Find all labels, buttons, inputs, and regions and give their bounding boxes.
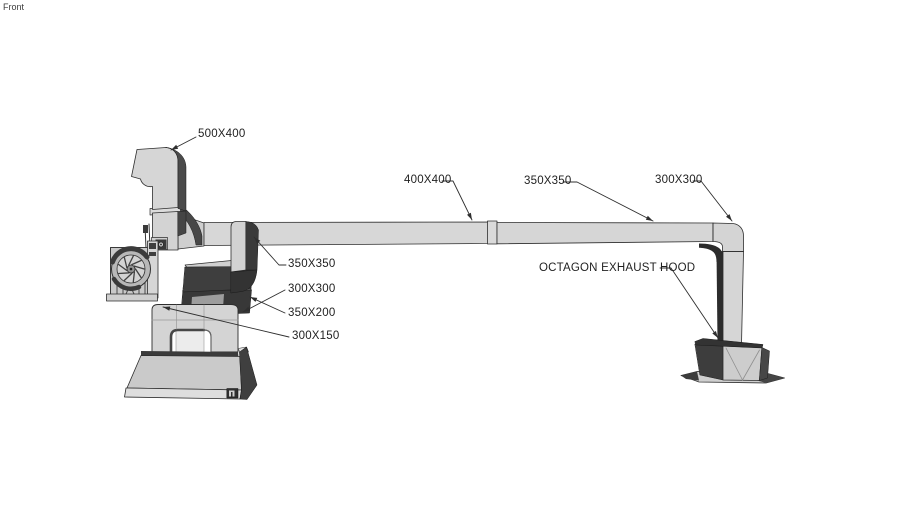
dimension-label-duct-350x350-branch: 350X350 [288,258,336,270]
leader-arrowhead-duct-350x200 [250,297,258,302]
leader-arrowhead-duct-500x400 [171,144,179,150]
leader-line-duct-300x300-main [692,180,733,222]
leader-line-duct-300x300-branch [242,289,286,313]
riser-duct-panel [151,304,239,354]
dimension-leaders [162,136,733,339]
leader-line-duct-400x400 [441,180,473,221]
impeller-blades [117,255,145,283]
centrifugal-fan [106,240,159,302]
leader-arrowhead-duct-400x400 [467,212,472,220]
leader-line-duct-300x150 [162,306,290,338]
dimension-label-duct-350x200: 350X200 [288,307,336,319]
duct-500x400-shape [131,147,187,251]
dimension-label-duct-350x350-main: 350X350 [524,175,572,187]
leader-arrowhead-octagon-exhaust-hood [712,331,718,338]
leader-line-duct-350x350-main [562,181,654,222]
leader-arrowhead-duct-300x300-branch [243,306,251,312]
dimension-label-octagon-exhaust-hood: OCTAGON EXHAUST HOOD [539,262,696,274]
leader-arrowhead-duct-300x150 [163,306,171,311]
dimension-label-duct-400x400: 400X400 [404,174,452,186]
leader-line-octagon-exhaust-hood [659,267,719,339]
dimension-label-duct-300x150: 300X150 [292,330,340,342]
canopy-hood [124,346,258,400]
leader-arrowhead-duct-350x350-main [645,215,653,221]
view-name-label: Front [3,2,25,12]
brand-logo [226,388,239,399]
dimension-label-duct-300x300-branch: 300X300 [288,283,336,295]
dimension-label-duct-500x400: 500X400 [198,128,246,140]
leader-arrowhead-duct-350x350-branch [254,237,261,244]
octagon-exhaust-hood-shape [680,338,785,384]
main-duct-run [177,205,744,262]
dimension-label-duct-300x300-main: 300X300 [655,174,703,186]
drop-duct [716,251,744,346]
leader-arrowhead-duct-300x300-main [726,214,732,221]
leader-line-duct-350x350-branch [253,236,287,266]
